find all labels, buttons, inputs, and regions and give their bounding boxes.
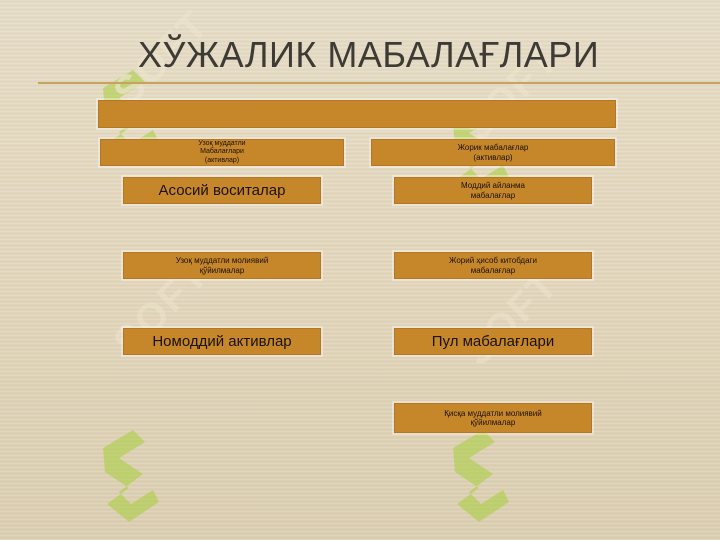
right-item-label: Қисқа муддатли молиявий қўйилмалар — [444, 408, 542, 427]
page-title: ХЎЖАЛИК МАБАЛАҒЛАРИ — [138, 34, 600, 75]
left-item-label: Асосий воситалар — [158, 181, 286, 199]
left-category-box: Узоқ муддатли Мабалағлари (активлар) — [100, 139, 344, 166]
soft-logo-icon — [103, 430, 159, 522]
right-item-box: Жорий ҳисоб китобдаги мабалағлар — [394, 252, 592, 279]
right-item-label: Моддий айланма мабалағлар — [461, 181, 525, 200]
right-item-box: Қисқа муддатли молиявий қўйилмалар — [394, 403, 592, 433]
right-category-box: Жорик мабалағлар (активлар) — [371, 139, 615, 166]
left-item-box: Номоддий активлар — [123, 328, 321, 355]
title-divider — [38, 82, 720, 84]
right-item-box: Пул мабалағлари — [394, 328, 592, 355]
right-item-label: Жорий ҳисоб китобдаги мабалағлар — [449, 256, 537, 275]
right-item-label: Пул мабалағлари — [431, 332, 555, 350]
right-item-box: Моддий айланма мабалағлар — [394, 177, 592, 204]
left-item-box: Узоқ муддатли молиявий қўйилмалар — [123, 252, 321, 279]
soft-logo-icon — [453, 430, 509, 522]
diagram-root-box — [98, 100, 616, 128]
watermark-text: SOFT — [455, 262, 568, 375]
left-item-label: Узоқ муддатли молиявий қўйилмалар — [175, 256, 269, 275]
left-item-label: Номоддий активлар — [152, 332, 292, 350]
right-category-label: Жорик мабалағлар (активлар) — [457, 143, 529, 162]
left-category-label: Узоқ муддатли Мабалағлари (активлар) — [198, 140, 246, 164]
left-item-box: Асосий воситалар — [123, 177, 321, 204]
